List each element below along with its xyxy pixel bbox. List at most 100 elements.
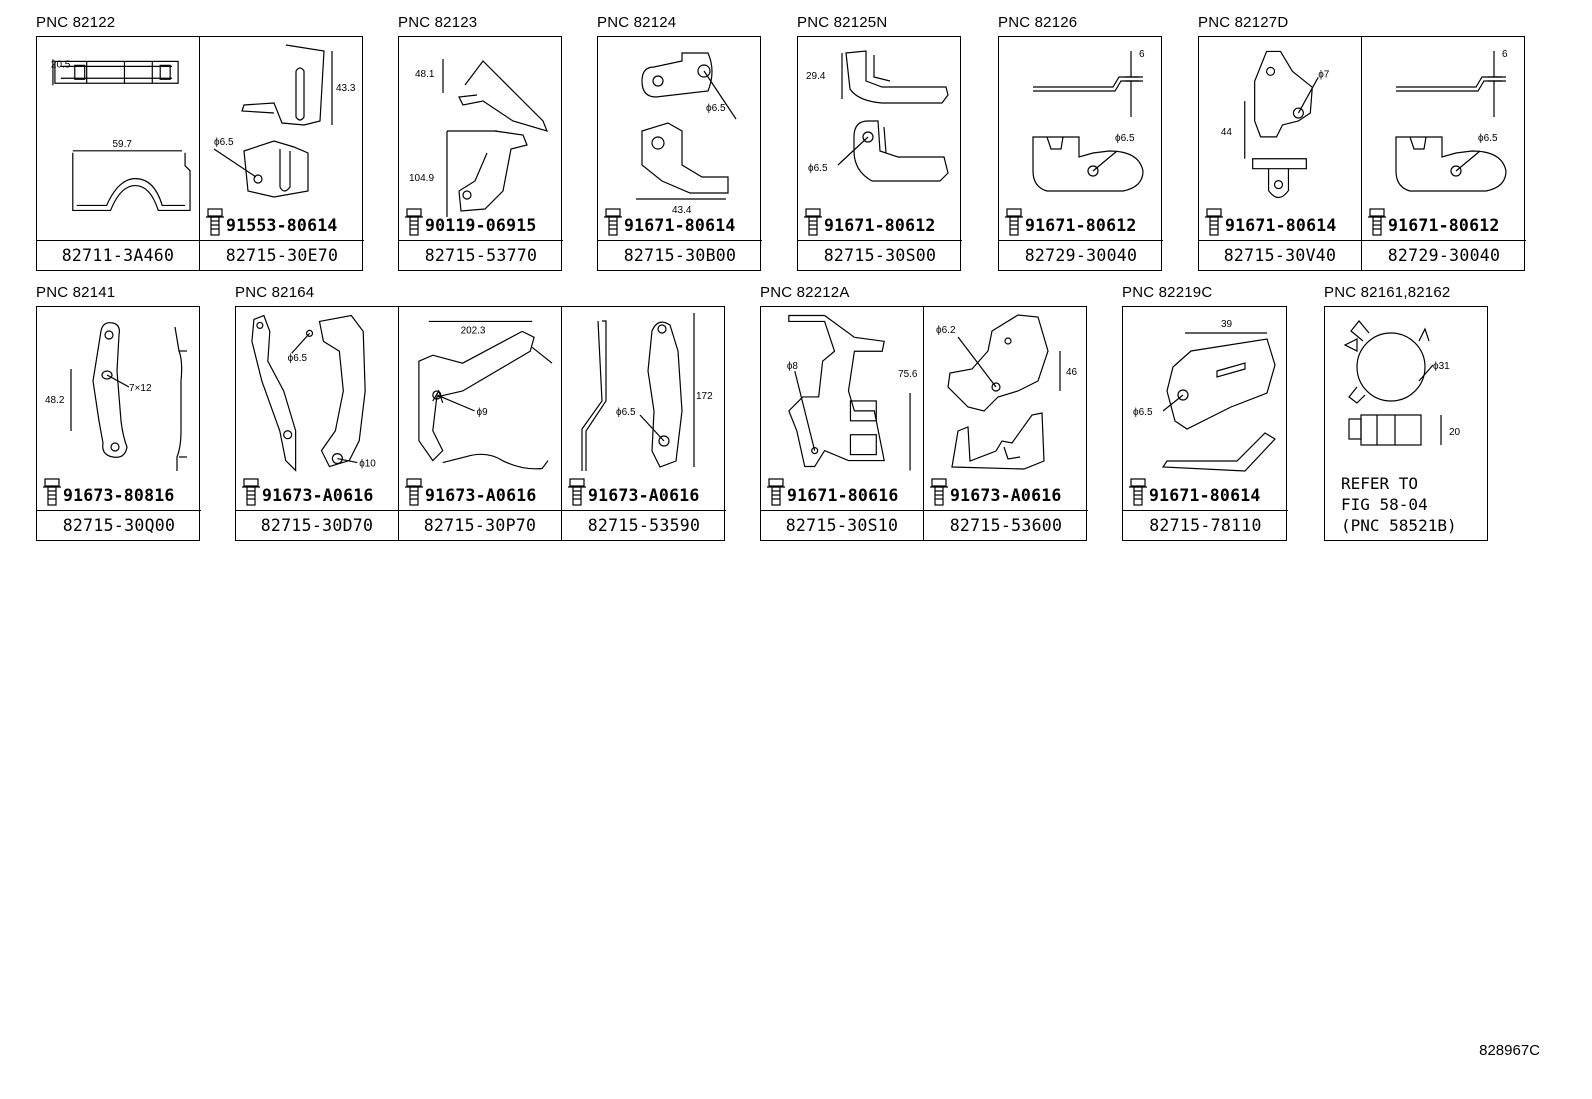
part-number: 82715-30E70 bbox=[200, 240, 364, 270]
part-cell[interactable]: ϕ6.5 43.4 91671-80614 82715-30B00 bbox=[598, 37, 762, 270]
part-cell[interactable]: ϕ6.5 172 91673-A0616 82715-53590 bbox=[562, 307, 726, 540]
refer-line: (PNC 58521B) bbox=[1341, 516, 1457, 535]
parts-box: 39 ϕ6.5 91671-80614 82715-78110 bbox=[1122, 306, 1288, 541]
part-cell[interactable]: 48.1 104.9 90119-06915 82715-53770 bbox=[399, 37, 563, 270]
bracket-drawing: ϕ6.2 46 bbox=[928, 311, 1084, 471]
bolt-part-number: 91673-A0616 bbox=[425, 486, 537, 505]
clip-drawing: ϕ31 20 bbox=[1329, 311, 1485, 461]
svg-text:6: 6 bbox=[1139, 49, 1145, 60]
bolt-row: 91553-80614 bbox=[205, 207, 337, 237]
svg-text:59.7: 59.7 bbox=[113, 139, 133, 150]
svg-text:ϕ6.5: ϕ6.5 bbox=[288, 353, 308, 364]
part-number: 82729-30040 bbox=[999, 240, 1163, 270]
svg-text:20.5: 20.5 bbox=[51, 59, 71, 70]
pnc-label: PNC 82141 bbox=[36, 284, 116, 301]
bolt-row: 91671-80616 bbox=[766, 477, 898, 507]
bolt-row: 91673-A0616 bbox=[929, 477, 1061, 507]
parts-box: ϕ6.5 43.4 91671-80614 82715-30B00 bbox=[597, 36, 762, 271]
bracket-drawing: ϕ6.5 172 bbox=[566, 311, 722, 471]
bolt-part-number: 91673-A0616 bbox=[262, 486, 374, 505]
part-cell[interactable]: ϕ31 20 REFER TO FIG 58-04 (PNC 58521B) bbox=[1325, 307, 1489, 540]
part-cell[interactable]: 6 ϕ6.5 91671-80612 82729-30040 bbox=[1362, 37, 1526, 270]
part-number: 82715-30D70 bbox=[236, 510, 398, 540]
part-cell[interactable]: ϕ6.2 46 91673-A0616 82715-53600 bbox=[924, 307, 1088, 540]
bolt-part-number: 91553-80614 bbox=[226, 216, 338, 235]
svg-text:44: 44 bbox=[1221, 127, 1233, 138]
svg-text:7×12: 7×12 bbox=[129, 383, 152, 394]
pnc-label: PNC 82125N bbox=[797, 14, 888, 31]
part-cell[interactable]: 29.4 ϕ6.5 91671-80612 82715-30S00 bbox=[798, 37, 962, 270]
bolt-row: 91671-80614 bbox=[1204, 207, 1336, 237]
bolt-part-number: 91673-80816 bbox=[63, 486, 175, 505]
part-cell[interactable]: 6 ϕ6.5 91671-80612 82729-30040 bbox=[999, 37, 1163, 270]
parts-box: 6 ϕ6.5 91671-80612 82729-30040 bbox=[998, 36, 1163, 271]
bracket-drawing: 48.1 104.9 bbox=[403, 41, 559, 217]
svg-text:48.1: 48.1 bbox=[415, 69, 435, 80]
bolt-part-number: 91673-A0616 bbox=[588, 486, 700, 505]
hex-flange-bolt-icon bbox=[930, 478, 948, 506]
svg-text:ϕ6.5: ϕ6.5 bbox=[616, 407, 636, 418]
svg-text:43.3: 43.3 bbox=[336, 83, 356, 94]
part-number: 82715-30V40 bbox=[1199, 240, 1361, 270]
svg-text:46: 46 bbox=[1066, 367, 1078, 378]
bolt-part-number: 91671-80614 bbox=[1149, 486, 1261, 505]
svg-text:172: 172 bbox=[696, 391, 713, 402]
bracket-drawing: ϕ8 75.6 bbox=[765, 311, 919, 471]
hex-flange-bolt-icon bbox=[1368, 208, 1386, 236]
hex-flange-bolt-icon bbox=[242, 478, 260, 506]
bolt-part-number: 91671-80614 bbox=[624, 216, 736, 235]
part-cell[interactable]: 43.3 ϕ6.5 91553-80614 82715-30E70 bbox=[200, 37, 364, 270]
hex-flange-bolt-icon bbox=[604, 208, 622, 236]
part-number: 82729-30040 bbox=[1362, 240, 1526, 270]
hex-flange-bolt-icon bbox=[568, 478, 586, 506]
part-cell[interactable]: 39 ϕ6.5 91671-80614 82715-78110 bbox=[1123, 307, 1288, 540]
parts-box: ϕ7 44 91671-80614 82715-30V40 6 bbox=[1198, 36, 1526, 271]
bolt-row: 91671-80612 bbox=[1004, 207, 1136, 237]
svg-text:ϕ10: ϕ10 bbox=[359, 459, 376, 470]
parts-box: 20.5 59.7 82711-3A460 43.3 ϕ6.5 bbox=[36, 36, 364, 271]
illustration-id: 828967C bbox=[1479, 1042, 1540, 1059]
parts-box: ϕ8 75.6 91671-80616 82715-30S10 ϕ6.2 46 bbox=[760, 306, 1088, 541]
bracket-drawing: 48.2 7×12 bbox=[41, 311, 197, 471]
part-cell[interactable]: ϕ7 44 91671-80614 82715-30V40 bbox=[1199, 37, 1362, 270]
hex-flange-bolt-icon bbox=[405, 478, 423, 506]
part-cell[interactable]: ϕ8 75.6 91671-80616 82715-30S10 bbox=[761, 307, 924, 540]
part-number: 82715-30S00 bbox=[798, 240, 962, 270]
svg-text:104.9: 104.9 bbox=[409, 173, 434, 184]
part-number: 82715-78110 bbox=[1123, 510, 1288, 540]
svg-text:20: 20 bbox=[1449, 427, 1461, 438]
part-cell[interactable]: ϕ6.5 ϕ10 91673-A0616 82715-30D70 bbox=[236, 307, 399, 540]
parts-box: 29.4 ϕ6.5 91671-80612 82715-30S00 bbox=[797, 36, 962, 271]
svg-text:ϕ6.5: ϕ6.5 bbox=[1115, 133, 1135, 144]
part-cell[interactable]: 48.2 7×12 91673-80816 82715-30Q00 bbox=[37, 307, 201, 540]
parts-box: 48.2 7×12 91673-80816 82715-30Q00 bbox=[36, 306, 201, 541]
part-cell[interactable]: 202.3 ϕ9 91673-A0616 82715-30P70 bbox=[399, 307, 562, 540]
part-cell[interactable]: 20.5 59.7 82711-3A460 bbox=[37, 37, 200, 270]
bolt-part-number: 91671-80616 bbox=[787, 486, 899, 505]
svg-text:202.3: 202.3 bbox=[461, 325, 486, 336]
bracket-drawing: ϕ6.5 ϕ10 bbox=[240, 311, 394, 472]
clamp-drawing: 20.5 59.7 bbox=[41, 41, 195, 212]
pnc-label: PNC 82126 bbox=[998, 14, 1078, 31]
parts-box: 48.1 104.9 90119-06915 82715-53770 bbox=[398, 36, 563, 271]
hex-flange-bolt-icon bbox=[206, 208, 224, 236]
svg-text:ϕ6.5: ϕ6.5 bbox=[1478, 133, 1498, 144]
bolt-row: 91673-A0616 bbox=[241, 477, 373, 507]
pnc-label: PNC 82164 bbox=[235, 284, 315, 301]
refer-line: FIG 58-04 bbox=[1341, 495, 1428, 514]
bracket-drawing: 43.3 ϕ6.5 bbox=[204, 41, 360, 201]
svg-text:ϕ6.2: ϕ6.2 bbox=[936, 325, 956, 336]
hex-flange-bolt-icon bbox=[1005, 208, 1023, 236]
hex-flange-bolt-icon bbox=[804, 208, 822, 236]
part-number: 82715-30Q00 bbox=[37, 510, 201, 540]
bracket-drawing: 6 ϕ6.5 bbox=[1366, 41, 1522, 201]
svg-text:ϕ8: ϕ8 bbox=[787, 361, 799, 372]
part-number: 82715-30B00 bbox=[598, 240, 762, 270]
hex-flange-bolt-icon bbox=[405, 208, 423, 236]
bolt-row: 90119-06915 bbox=[404, 207, 536, 237]
svg-text:ϕ6.5: ϕ6.5 bbox=[808, 163, 828, 174]
part-number: 82715-53600 bbox=[924, 510, 1088, 540]
bracket-drawing: 29.4 ϕ6.5 bbox=[802, 41, 958, 201]
parts-box: ϕ6.5 ϕ10 91673-A0616 82715-30D70 202.3 ϕ… bbox=[235, 306, 726, 541]
